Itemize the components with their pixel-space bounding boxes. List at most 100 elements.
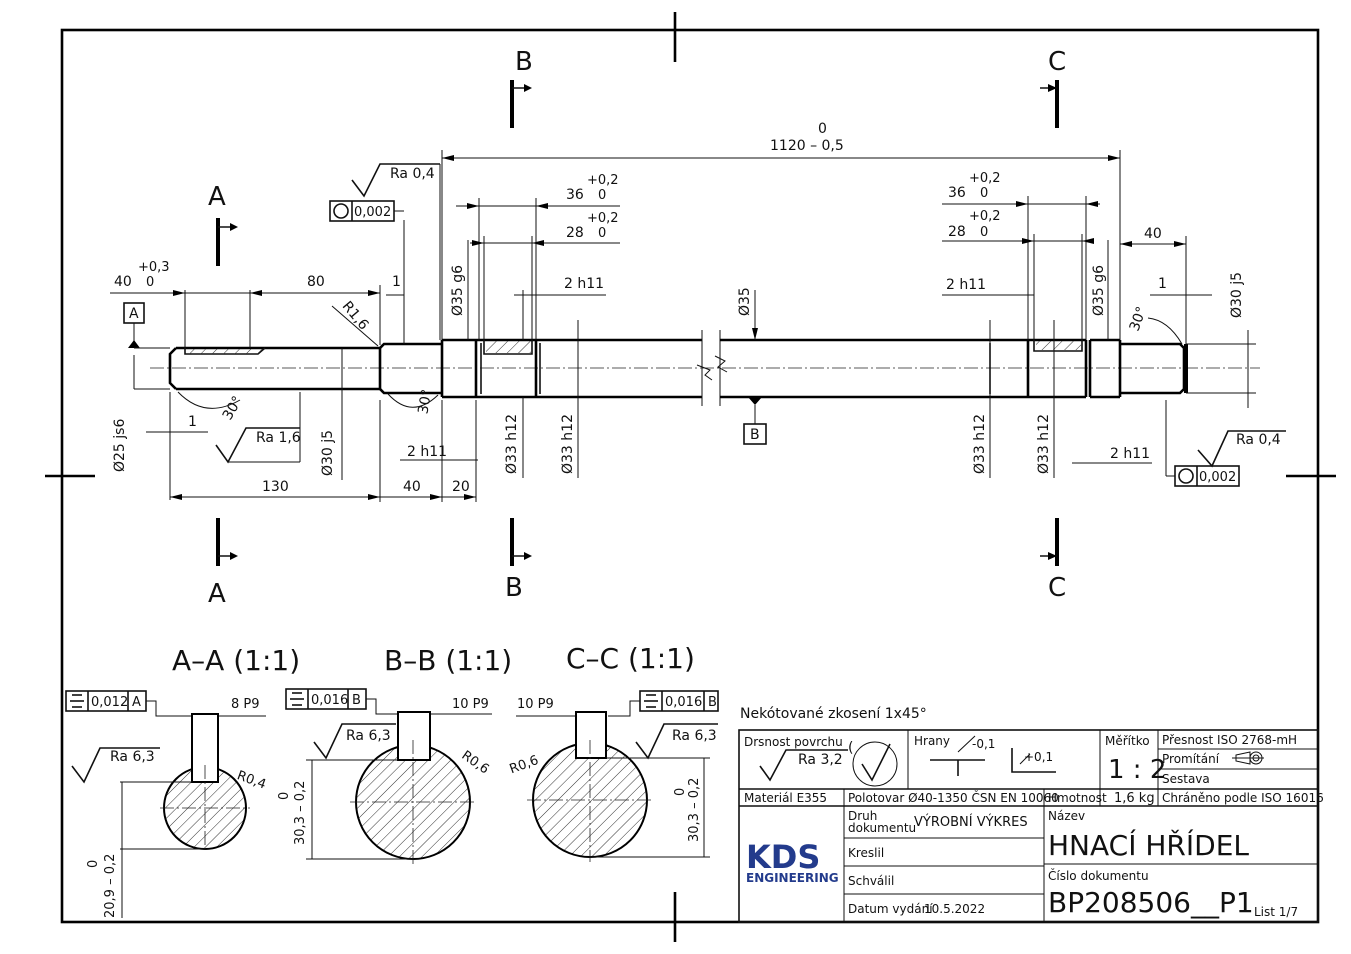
tb-issue-date-label: Datum vydání xyxy=(848,902,933,916)
dim-dia35g6-right: Ø35 g6 xyxy=(1091,265,1107,316)
section-a-view: A–A (1:1) 0,012 A 8 P9 Ra 6,3 R0,4 0 20,… xyxy=(65,644,300,918)
chamfer-note: Nekótované zkosení 1x45° xyxy=(740,706,927,722)
tb-protected: Chráněno podle ISO 16016 xyxy=(1162,791,1324,805)
section-letter-c-bottom: C xyxy=(1048,573,1066,603)
tb-name-value: HNACÍ HŘÍDEL xyxy=(1048,828,1249,862)
tb-roughness-value: Ra 3,2 xyxy=(798,752,843,768)
dim-dia25js6: Ø25 js6 xyxy=(112,419,128,472)
dim-28-right: 28 xyxy=(948,224,966,240)
tb-mass-value: 1,6 kg xyxy=(1114,791,1155,806)
dim-dia33h12-a: Ø33 h12 xyxy=(504,414,520,474)
tb-doc-type-label-1: Druh xyxy=(848,809,877,823)
dim-2h11-low-left: 2 h11 xyxy=(407,444,447,460)
dim-40-right: 40 xyxy=(1144,226,1162,242)
drawing-frame xyxy=(45,12,1336,942)
a-height-upper: 0 xyxy=(86,860,101,868)
tol-sym-c-val: 0,016 xyxy=(665,695,702,710)
section-letter-a-bottom: A xyxy=(208,579,226,609)
dim-angle30-mid: 30° xyxy=(415,388,435,415)
tb-edge-minus: -0,1 xyxy=(972,737,995,751)
dim-angle30-lower: 30° xyxy=(220,394,246,424)
tb-doc-type-label-2: dokumentu xyxy=(848,821,916,835)
tol-round-right: 0,002 xyxy=(1199,470,1236,485)
dim-2h11-top-right: 2 h11 xyxy=(946,277,986,293)
projection-icon xyxy=(1232,751,1264,765)
tb-name-label: Název xyxy=(1048,809,1085,823)
a-height: 20,9 – 0,2 xyxy=(103,854,118,918)
dim-28-right-tol-lo: 0 xyxy=(980,225,988,240)
dim-28-left-tol-up: +0,2 xyxy=(587,211,619,226)
dim-36-left-tol-lo: 0 xyxy=(598,188,606,203)
logo-engineering: ENGINEERING xyxy=(746,871,839,885)
datum-b: B xyxy=(750,427,760,443)
dim-dia30j5-right: Ø30 j5 xyxy=(1229,272,1245,318)
surface-ra04-left: Ra 0,4 xyxy=(390,166,435,182)
section-letter-b-bottom: B xyxy=(505,573,523,603)
tb-doc-number-label: Číslo dokumentu xyxy=(1048,868,1149,883)
b-height: 30,3 – 0,2 xyxy=(293,781,308,845)
dim-20: 20 xyxy=(452,479,470,495)
dim-dia35g6-left: Ø35 g6 xyxy=(450,265,466,316)
dim-angle30-right: 30° xyxy=(1127,305,1151,334)
section-b-view: B–B (1:1) 0,016 B 10 P9 Ra 6,3 R0,6 0 30… xyxy=(277,644,512,865)
b-radius: R0,6 xyxy=(459,748,492,777)
dim-overall: 1120 – 0,5 xyxy=(770,138,844,154)
tb-scale-label: Měřítko xyxy=(1105,734,1150,748)
dim-40: 40 xyxy=(114,274,132,290)
section-c-view: C–C (1:1) 0,016 B 10 P9 Ra 6,3 R0,6 0 30… xyxy=(508,642,719,862)
tb-semi-product: Polotovar Ø40-1350 ČSN EN 10060 xyxy=(848,790,1059,805)
c-key-width: 10 P9 xyxy=(517,697,554,712)
section-markers: B C A A B C xyxy=(208,47,1066,609)
dim-1-lower: 1 xyxy=(188,414,197,430)
dim-dia33h12-d: Ø33 h12 xyxy=(1036,414,1052,474)
dim-36-right: 36 xyxy=(948,185,966,201)
tb-issue-date-value: 10.5.2022 xyxy=(924,902,985,916)
title-block: Drsnost povrchu Ra 3,2 ( Hrany -0,1 +0,1… xyxy=(738,729,1324,923)
surface-ra16: Ra 1,6 xyxy=(256,430,301,446)
tol-sym-b-val: 0,016 xyxy=(311,693,348,708)
tb-material: Materiál E355 xyxy=(744,791,827,805)
tol-sym-a-ref: A xyxy=(132,695,141,710)
tb-roughness-circle xyxy=(852,741,898,787)
dim-28-right-tol-up: +0,2 xyxy=(969,209,1001,224)
tol-sym-c-ref: B xyxy=(708,695,717,710)
section-c-title: C–C (1:1) xyxy=(566,642,695,675)
dim-36-right-tol-lo: 0 xyxy=(980,186,988,201)
surface-ra04-right: Ra 0,4 xyxy=(1236,432,1281,448)
tb-mass-label: Hmotnost xyxy=(1048,791,1107,805)
datum-a: A xyxy=(129,306,139,322)
tb-edges-label: Hrany xyxy=(914,734,950,748)
surface-ra63-a: Ra 6,3 xyxy=(110,749,155,765)
tb-edge-plus: +0,1 xyxy=(1024,750,1053,764)
c-radius: R0,6 xyxy=(508,753,541,777)
dim-dia30j5-left: Ø30 j5 xyxy=(320,430,336,476)
section-a-title: A–A (1:1) xyxy=(172,644,300,677)
tb-doc-number-value: BP208506__P1 xyxy=(1048,886,1254,919)
tol-sym-a-val: 0,012 xyxy=(91,695,128,710)
surface-ra63-c: Ra 6,3 xyxy=(672,728,717,744)
tb-scale-value: 1 : 2 xyxy=(1108,755,1166,785)
dim-dia33h12-b: Ø33 h12 xyxy=(560,414,576,474)
dim-28-left-tol-lo: 0 xyxy=(598,226,606,241)
dim-dia35-mid: Ø35 xyxy=(737,287,753,316)
b-key-width: 10 P9 xyxy=(452,697,489,712)
c-height-upper: 0 xyxy=(673,788,688,796)
dim-1-left: 1 xyxy=(392,274,401,290)
dim-2h11-top-left: 2 h11 xyxy=(564,276,604,292)
tb-projection: Promítání xyxy=(1162,752,1220,766)
dim-28-left: 28 xyxy=(566,225,584,241)
shaft-tolerances: Ra 0,4 0,002 Ra 0,4 0,002 xyxy=(329,163,1286,487)
dim-36-left-tol-up: +0,2 xyxy=(587,173,619,188)
dim-dia33h12-c: Ø33 h12 xyxy=(972,414,988,474)
dim-36-left: 36 xyxy=(566,187,584,203)
dim-1-right: 1 xyxy=(1158,276,1167,292)
b-height-upper: 0 xyxy=(277,792,292,800)
logo-kds: KDS xyxy=(746,838,820,876)
section-letter-c-top: C xyxy=(1048,47,1066,77)
svg-text:(: ( xyxy=(848,740,853,756)
tol-round-left: 0,002 xyxy=(354,205,391,220)
dim-40-tol-upper: +0,3 xyxy=(138,260,170,275)
dim-40-tol-lower: 0 xyxy=(146,275,154,290)
dimensions: 0 1120 – 0,5 +0,3 0 40 80 R1,6 1 Ø35 g6 … xyxy=(110,121,1256,502)
